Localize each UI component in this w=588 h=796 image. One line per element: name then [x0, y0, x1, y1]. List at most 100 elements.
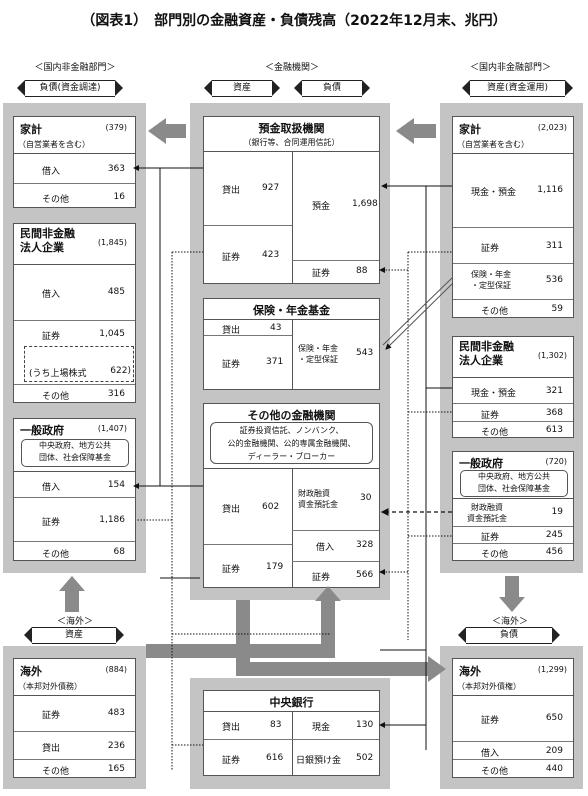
- right-household-row-insurance: 保険・年金 ・定型保証 536: [453, 263, 573, 300]
- center-down-arrow-shaft: [236, 600, 250, 668]
- deposit-note: （銀行等、合同運用信託）: [243, 138, 340, 147]
- section-label-center: ＜金融機関＞: [264, 63, 319, 73]
- right-corp-name: 民間非金融 法人企業: [459, 340, 514, 367]
- right-gov-row-other: その他 456: [453, 543, 573, 561]
- overseas-assets-row-other: その他 165: [14, 759, 135, 778]
- right-corp-panel: 民間非金融 法人企業 (1,302) 現金・預金 321 証券 368 その他 …: [452, 336, 574, 438]
- other-financial-note: 証券投資信託、ノンバンク、 公的金融機関、公的専属金融機関、 ディーラー・ブロー…: [210, 422, 373, 464]
- overseas-right-down-arrow-shaft: [505, 576, 519, 598]
- insurance-asset-loans-label: 貸出: [222, 326, 241, 336]
- section-label-right: ＜国内非金融部門＞: [469, 63, 551, 73]
- other-asset-securities-value: 179: [266, 562, 284, 572]
- center-to-overseas-arrow-head: [428, 656, 446, 682]
- deposit-liab-deposits-label: 預金: [312, 202, 331, 212]
- ribbon-overseas-left: 資産: [24, 627, 124, 644]
- other-liab-securities-label: 証券: [312, 573, 331, 583]
- overseas-right-down-arrow-head: [499, 597, 525, 612]
- left-gov-row-loans: 借入 154: [42, 480, 125, 493]
- overseas-assets-panel: 海外 (884) （本邦対外債務） 証券 483 貸出 236 その他 165: [13, 658, 136, 778]
- right-gov-name: 一般政府: [459, 457, 503, 470]
- left-gov-note: 中央政府、地方公共 団体、社会保障基金: [21, 439, 129, 467]
- deposit-asset-securities-label: 証券: [222, 253, 241, 263]
- left-corp-row-securities: 証券 1,045: [14, 320, 135, 383]
- other-asset-loans-value: 602: [262, 502, 280, 512]
- left-household-total: (379): [105, 123, 127, 132]
- overseas-liabilities-panel: 海外 (1,299) （本邦対外債権） 証券 650 借入 209 その他 44…: [452, 658, 574, 778]
- other-liab-borrowing-label: 借入: [316, 543, 335, 553]
- other-asset-loans-label: 貸出: [222, 505, 241, 515]
- left-household-name: 家計: [20, 123, 42, 136]
- section-label-overseas-right: ＜海外＞: [491, 617, 528, 627]
- left-household-panel: 家計 (379) （自営業者を含む） 借入 363 その他 16: [13, 116, 136, 208]
- center-to-overseas-band: [236, 662, 430, 676]
- left-corp-listed-stock-box: (うち上場株式 622): [24, 346, 134, 382]
- fund-flow-arrow-right-shaft: [414, 124, 436, 138]
- left-gov-name: 一般政府: [20, 424, 64, 437]
- left-household-row-other: その他 16: [14, 183, 135, 208]
- left-corp-row-loans: 借入 485: [42, 287, 125, 300]
- right-corp-row-securities: 証券 368: [453, 403, 573, 422]
- insurance-liab-reserves-label: 保険・年金 ・定型保証: [298, 344, 338, 364]
- overseas-liabilities-row-securities: 証券 650: [481, 713, 563, 726]
- left-gov-total: (1,407): [97, 424, 127, 433]
- other-asset-securities-label: 証券: [222, 565, 241, 575]
- boj-asset-securities-label: 証券: [222, 756, 241, 766]
- ribbon-left: 負債(資金調達): [17, 80, 123, 97]
- right-gov-panel: 一般政府 (720) 中央政府、地方公共 団体、社会保障基金 財政融資 資金預託…: [452, 451, 574, 561]
- left-household-row-loans: 借入 363: [42, 164, 125, 177]
- boj-liab-current-accounts-label: 日銀預け金: [296, 756, 342, 766]
- overseas-liabilities-row-borrowing: 借入 209: [453, 741, 573, 760]
- deposit-liab-securities-label: 証券: [312, 269, 331, 279]
- ribbon-right: 資産(資金運用): [462, 80, 573, 97]
- left-corp-total: (1,845): [97, 238, 127, 247]
- boj-liab-cash-value: 130: [356, 720, 374, 730]
- fund-flow-arrow-left-shaft: [166, 124, 186, 138]
- deposit-institutions-panel: 預金取扱機関 （銀行等、合同運用信託） 貸出 927 証券 423 預金 1,6…: [203, 116, 380, 284]
- page-title: （図表1） 部門別の金融資産・負債残高（2022年12月末、兆円）: [81, 13, 507, 29]
- right-household-total: (2,023): [537, 123, 567, 132]
- ribbon-center-liabilities: 負債: [294, 80, 370, 97]
- boj-asset-loans-value: 83: [270, 720, 282, 730]
- insurance-name: 保険・年金基金: [253, 304, 330, 317]
- right-gov-row-fiscal: 財政融資 資金預託金 19: [467, 503, 563, 523]
- boj-name: 中央銀行: [269, 696, 314, 709]
- right-gov-total: (720): [545, 457, 567, 466]
- overseas-assets-row-loans: 貸出 236: [14, 731, 135, 760]
- right-corp-row-other: その他 613: [453, 421, 573, 438]
- boj-asset-securities-value: 616: [266, 753, 284, 763]
- overseas-liabilities-total: (1,299): [537, 665, 567, 674]
- deposit-asset-loans-value: 927: [262, 183, 280, 193]
- right-gov-row-securities: 証券 245: [453, 526, 573, 544]
- central-bank-panel: 中央銀行 貸出 83 証券 616 現金 130 日銀預け金 502: [203, 690, 380, 776]
- deposit-liab-securities-value: 88: [356, 266, 368, 276]
- deposit-liab-deposits-value: 1,698: [352, 199, 378, 209]
- right-household-panel: 家計 (2,023) （自営業者を含む） 現金・預金 1,116 証券 311 …: [452, 116, 574, 318]
- center-up-arrow-head: [315, 586, 341, 601]
- insurance-asset-securities-value: 371: [266, 357, 284, 367]
- left-corp-name: 民間非金融 法人企業: [20, 227, 75, 254]
- other-liab-fiscal-value: 30: [360, 493, 372, 503]
- right-corp-total: (1,302): [537, 351, 567, 360]
- other-liab-fiscal-label: 財政融資 資金預託金: [298, 489, 338, 509]
- section-label-left: ＜国内非金融部門＞: [34, 63, 116, 73]
- right-household-note: （自営業者を含む）: [457, 140, 529, 149]
- left-corp-row-other: その他 316: [14, 384, 135, 403]
- ribbon-overseas-right: 負債: [458, 627, 560, 644]
- left-corp-panel: 民間非金融 法人企業 (1,845) 借入 485 証券 1,045 (うち上場…: [13, 223, 136, 403]
- overseas-liabilities-note: （本邦対外債権）: [457, 682, 521, 691]
- deposit-name: 預金取扱機関: [258, 122, 325, 135]
- other-liab-securities-value: 566: [356, 570, 374, 580]
- right-corp-row-cash: 現金・預金 321: [471, 386, 563, 399]
- right-gov-note: 中央政府、地方公共 団体、社会保障基金: [460, 470, 568, 497]
- fund-flow-arrow-left-head: [148, 118, 166, 144]
- overseas-liabilities-name: 海外: [459, 665, 481, 678]
- insurance-asset-securities-label: 証券: [222, 360, 241, 370]
- deposit-asset-securities-value: 423: [262, 250, 280, 260]
- right-household-row-securities: 証券 311: [453, 227, 573, 264]
- insurance-pension-panel: 保険・年金基金 貸出 43 証券 371 保険・年金 ・定型保証 543: [203, 298, 380, 390]
- overseas-assets-row-securities: 証券 483: [42, 708, 125, 721]
- left-gov-row-securities: 証券 1,186: [14, 497, 135, 542]
- section-label-overseas-left: ＜海外＞: [56, 617, 93, 627]
- overseas-liabilities-row-other: その他 440: [453, 759, 573, 778]
